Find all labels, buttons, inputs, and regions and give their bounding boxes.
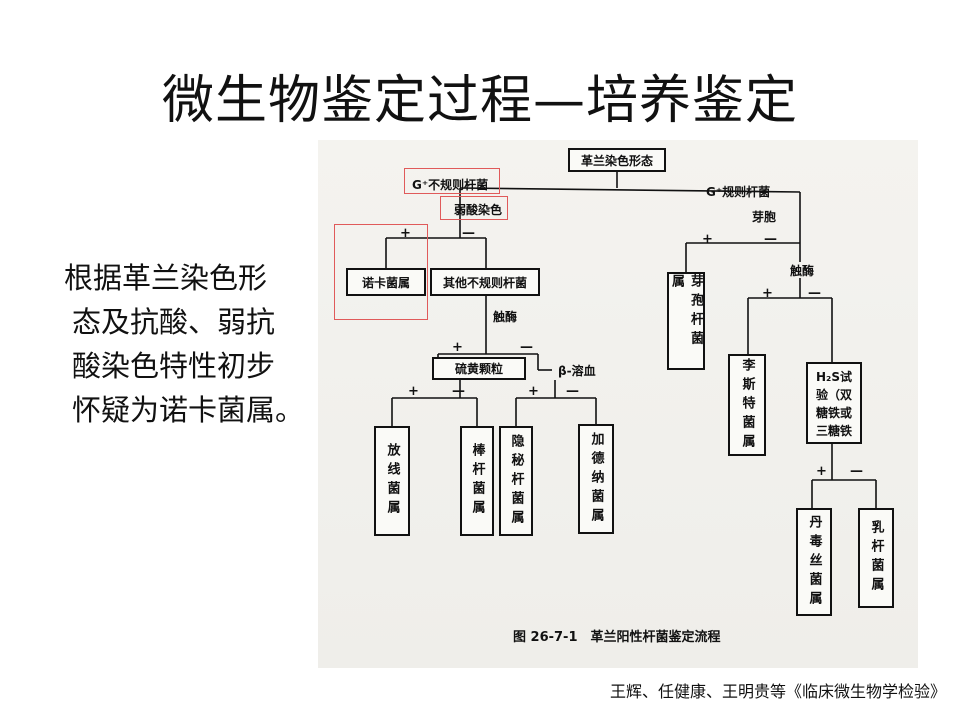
label-weak-acid-fast: 弱酸染色 (454, 203, 503, 217)
page-title: 微生物鉴定过程—培养鉴定 (161, 71, 798, 131)
label-gpos-regular: G⁺规则杆菌 (706, 185, 771, 199)
description-text: 根据革兰染色形 态及抗酸、弱抗 酸染色特性初步 怀疑为诺卡菌属。 (64, 256, 314, 432)
minus-sign: — (808, 286, 821, 301)
plus-sign: + (528, 384, 539, 399)
highlight-weak-acid-fast (440, 196, 508, 220)
minus-sign: — (520, 340, 533, 355)
node-sulfur-granules: 硫黄颗粒 (432, 357, 526, 380)
highlight-gpos-irregular (404, 168, 500, 194)
node-bacillus: 芽孢杆菌属 (667, 272, 705, 370)
description-line: 怀疑为诺卡菌属。 (72, 393, 305, 427)
label-gpos-irregular: G⁺不规则杆菌 (412, 178, 489, 192)
minus-sign: — (850, 464, 863, 479)
minus-sign: — (566, 384, 579, 399)
plus-sign: + (762, 286, 773, 301)
minus-sign: — (764, 232, 777, 247)
source-credit: 王辉、任健康、王明贵等《临床微生物学检验》 (609, 682, 946, 701)
label-beta-hemolysis: β-溶血 (558, 364, 596, 378)
description-line: 态及抗酸、弱抗 (72, 305, 276, 339)
minus-sign: — (452, 384, 465, 399)
figure-caption: 图 26-7-1 革兰阳性杆菌鉴定流程 (513, 630, 721, 645)
node-gardnerella: 加德纳菌属 (578, 424, 614, 534)
node-corynebacterium: 棒杆菌属 (460, 426, 494, 536)
label-catalase-right: 触酶 (790, 264, 815, 278)
node-erysipelothrix: 丹毒丝菌属 (796, 508, 832, 616)
label-catalase-left: 触酶 (493, 310, 518, 324)
node-gram-stain: 革兰染色形态 (568, 148, 666, 172)
node-other-irregular: 其他不规则杆菌 (430, 268, 540, 296)
plus-sign: + (702, 232, 713, 247)
plus-sign: + (452, 340, 463, 355)
node-nocardia: 诺卡菌属 (346, 268, 426, 296)
node-lactobacillus: 乳杆菌属 (858, 508, 894, 608)
plus-sign: + (408, 384, 419, 399)
label-spore: 芽胞 (752, 210, 777, 224)
node-actinomyces: 放线菌属 (374, 426, 410, 536)
node-listeria: 李斯特菌属 (728, 354, 766, 456)
highlight-nocardia-branch (334, 224, 428, 320)
description-line: 根据革兰染色形 (64, 261, 268, 295)
node-cryptobacterium: 隐秘杆菌属 (499, 426, 533, 536)
plus-sign: + (400, 226, 411, 241)
plus-sign: + (816, 464, 827, 479)
minus-sign: — (462, 226, 475, 241)
description-line: 酸染色特性初步 (72, 349, 276, 383)
node-h2s-test: H₂S试验（双糖铁或三糖铁 (806, 362, 862, 444)
